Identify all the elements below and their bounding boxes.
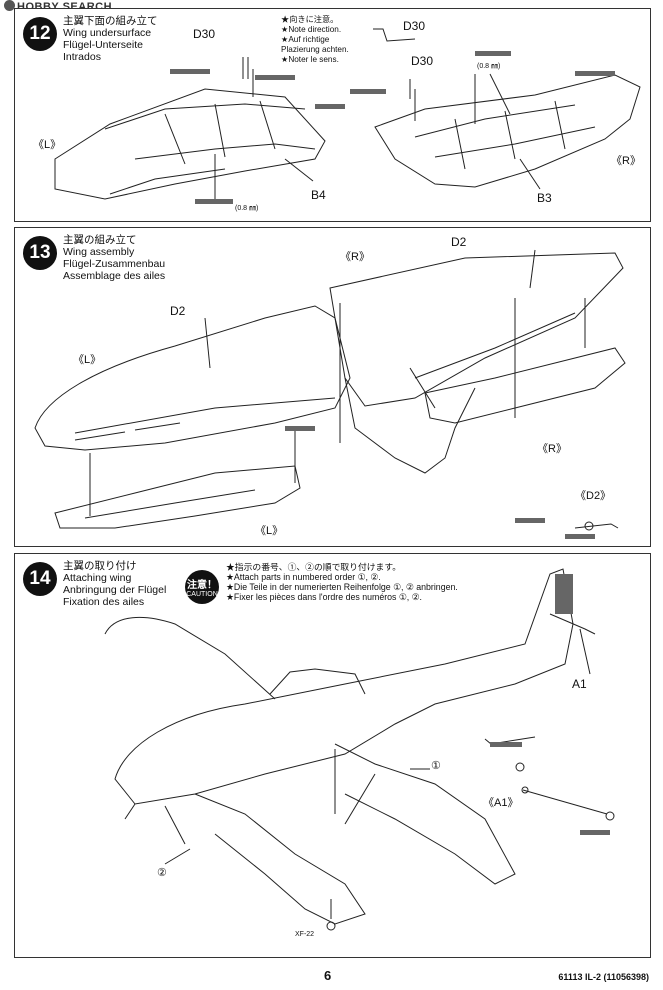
label-b4: B4 — [311, 188, 326, 202]
label-right-wing: 《R》 — [611, 155, 641, 167]
caution-badge: 注意！ CAUTION — [185, 570, 219, 604]
label-d2-top: D2 — [451, 235, 467, 249]
label-d30-left: D30 — [193, 27, 216, 41]
label-a1: A1 — [572, 677, 587, 691]
drill-size-right: (0.8 ㎜) — [477, 63, 501, 70]
drill-size-left: (0.8 ㎜) — [235, 205, 259, 212]
step-14-panel: 14 主翼の取り付け Attaching wing Anbringung der… — [14, 553, 651, 958]
label-two: ② — [157, 867, 167, 879]
label-d2-left: D2 — [170, 304, 186, 318]
page-number: 6 — [324, 968, 332, 983]
wing-assembly-drawing — [34, 249, 626, 539]
step-13-panel: 13 主翼の組み立て Wing assembly Flügel-Zusammen… — [14, 227, 651, 547]
step-number: 13 — [23, 236, 57, 270]
wing-undersurface-drawing — [54, 28, 641, 204]
label-d2-detail: 《D2》 — [575, 490, 612, 502]
label-a1-detail: 《A1》 — [483, 797, 519, 809]
order-note: ★指示の番号、①、②の順で取り付けます。 ★Attach parts in nu… — [226, 562, 458, 602]
step-number: 12 — [23, 17, 57, 51]
label-left-low: 《L》 — [255, 525, 284, 537]
label-one: ① — [431, 760, 441, 772]
step-titles: 主翼下面の組み立て Wing undersurface Flügel-Unter… — [63, 15, 158, 63]
label-right-top: 《R》 — [340, 251, 370, 263]
step-titles: 主翼の組み立て Wing assembly Flügel-Zusammenbau… — [63, 234, 166, 282]
step-12-panel: 12 主翼下面の組み立て Wing undersurface Flügel-Un… — [14, 8, 651, 222]
label-left-mid: 《L》 — [73, 354, 102, 366]
label-right-low: 《R》 — [537, 443, 567, 455]
label-b3: B3 — [537, 191, 552, 205]
paint-code: XF-22 — [295, 931, 315, 938]
label-d30-right: D30 — [411, 54, 434, 68]
label-d30-note: D30 — [403, 19, 426, 33]
product-code: 61113 IL-2 (11056398) — [558, 972, 649, 982]
wing-attach-drawing — [104, 568, 615, 931]
step-number: 14 — [23, 562, 57, 596]
label-left-wing: 《L》 — [33, 139, 62, 151]
step-titles: 主翼の取り付け Attaching wing Anbringung der Fl… — [63, 560, 167, 608]
